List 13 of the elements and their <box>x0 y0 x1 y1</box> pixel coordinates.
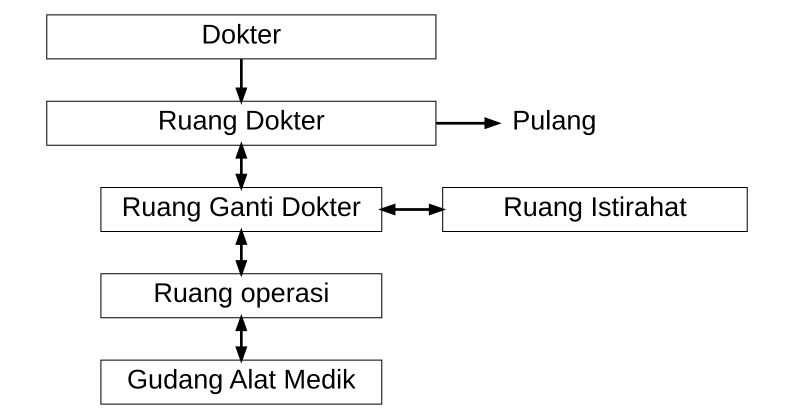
arrow <box>235 314 248 364</box>
node-box: Ruang Istirahat <box>442 187 748 232</box>
arrow <box>235 141 248 192</box>
arrow <box>436 117 502 130</box>
node-text: Pulang <box>512 104 596 136</box>
node-box: Gudang Alat Medik <box>100 360 382 405</box>
node-box: Ruang Ganti Dokter <box>100 187 382 232</box>
arrow <box>378 203 446 216</box>
arrow <box>235 228 248 278</box>
arrow <box>235 59 248 105</box>
node-box: Dokter <box>46 14 436 60</box>
node-box: Ruang Dokter <box>46 100 436 146</box>
node-box: Ruang operasi <box>100 273 382 318</box>
